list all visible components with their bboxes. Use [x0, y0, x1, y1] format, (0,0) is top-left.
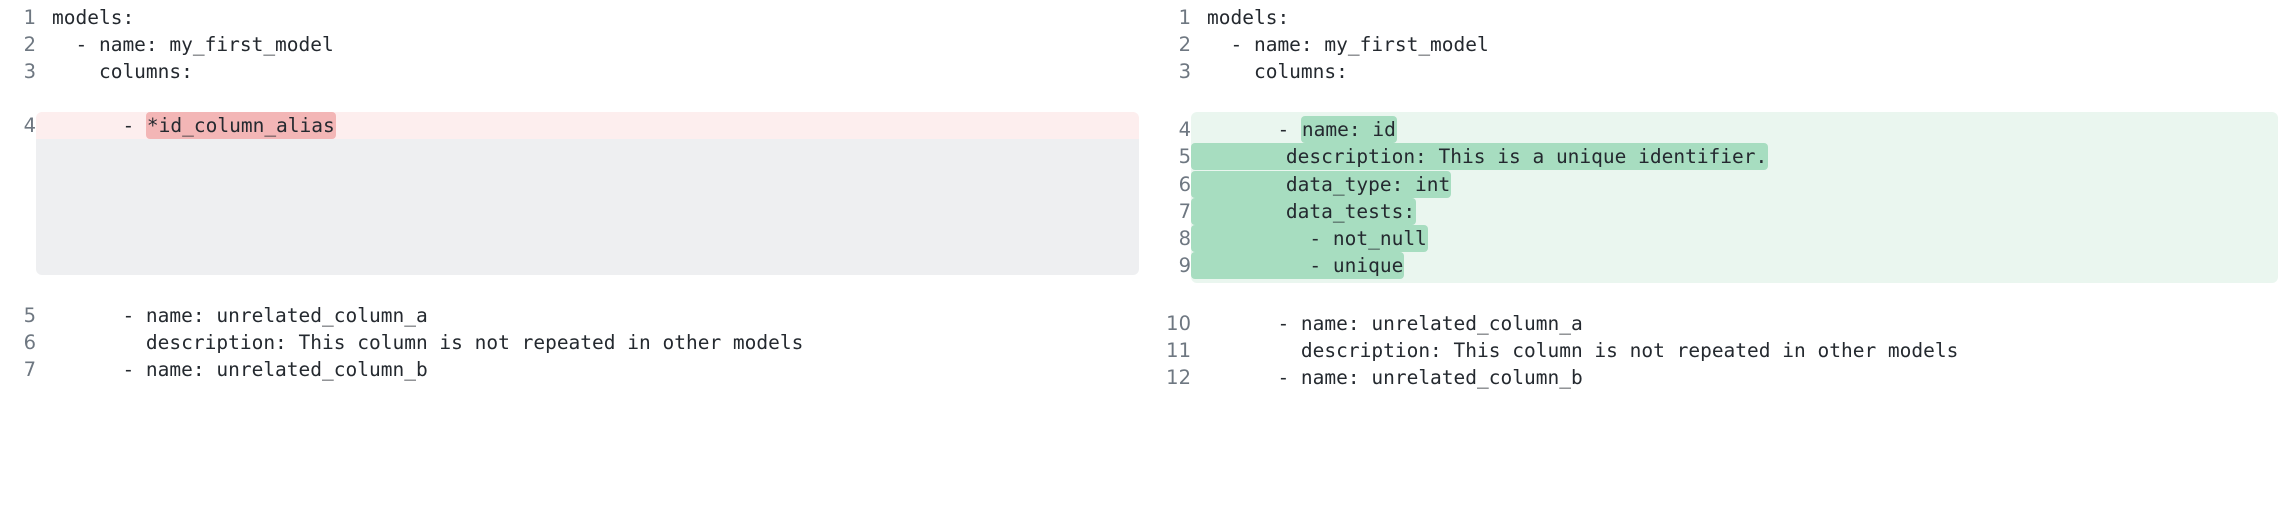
- code-text: - unique: [1191, 251, 2278, 279]
- line-number: 4: [0, 112, 36, 140]
- diff-pane-before: 1 models: 2 - name: my_first_model 3 col…: [0, 4, 1139, 383]
- code-text: columns:: [1207, 60, 1348, 84]
- diff-line-added[interactable]: 4 - name: id: [1139, 116, 2278, 144]
- line-number: 1: [1178, 6, 1191, 29]
- blank-line: [0, 85, 1139, 112]
- added-token: data_tests:: [1191, 197, 1417, 225]
- diff-line[interactable]: 3 columns:: [0, 58, 1139, 85]
- code-text: data_tests:: [1191, 197, 2278, 225]
- added-token: data_type: int: [1191, 170, 1452, 198]
- diff-line[interactable]: 1 models:: [0, 4, 1139, 31]
- deleted-token: *id_column_alias: [145, 112, 336, 140]
- diff-line-deleted[interactable]: 4 - *id_column_alias: [0, 112, 1139, 140]
- diff-filler-block: [36, 139, 1139, 275]
- code-text: - name: unrelated_column_b: [52, 358, 428, 382]
- diff-line[interactable]: 1 models:: [1139, 4, 2278, 31]
- line-number: 10: [1166, 312, 1191, 336]
- code-text: - not_null: [1191, 224, 2278, 252]
- line-number: 11: [1166, 339, 1191, 363]
- code-text: - *id_column_alias: [36, 112, 1139, 140]
- line-number: 4: [1139, 116, 1191, 144]
- code-text: - name: unrelated_column_b: [1207, 366, 1583, 390]
- code-text: columns:: [52, 60, 193, 84]
- diff-added-block: 4 - name: id 5 description: This is a un…: [1139, 112, 2278, 283]
- added-token: - not_null: [1191, 224, 1428, 252]
- diff-line[interactable]: 10 - name: unrelated_column_a: [1139, 310, 2278, 337]
- blank-line: [0, 275, 1139, 302]
- line-number: 3: [23, 60, 36, 84]
- line-number: 5: [1139, 143, 1191, 171]
- code-text: description: This is a unique identifier…: [1191, 143, 2278, 171]
- diff-line[interactable]: 2 - name: my_first_model: [1139, 31, 2278, 58]
- line-number: 7: [1139, 197, 1191, 225]
- line-number: 2: [23, 33, 36, 57]
- diff-line[interactable]: 2 - name: my_first_model: [0, 31, 1139, 58]
- code-text: - name: my_first_model: [1207, 33, 1489, 57]
- added-token: name: id: [1300, 116, 1397, 144]
- diff-pane-after: 1 models: 2 - name: my_first_model 3 col…: [1139, 0, 2278, 528]
- diff-line-added[interactable]: 6 data_type: int: [1139, 170, 2278, 198]
- code-indent: -: [52, 114, 146, 138]
- code-indent: -: [1207, 118, 1301, 142]
- diff-line[interactable]: 5 - name: unrelated_column_a: [0, 302, 1139, 329]
- code-text: - name: unrelated_column_a: [1207, 312, 1583, 336]
- line-number: 6: [23, 331, 36, 355]
- diff-line-added[interactable]: 7 data_tests:: [1139, 197, 2278, 225]
- line-number: 5: [23, 304, 36, 328]
- line-number: 7: [23, 358, 36, 382]
- diff-line[interactable]: 3 columns:: [1139, 58, 2278, 85]
- code-text: - name: unrelated_column_a: [52, 304, 428, 328]
- code-text: models:: [52, 6, 135, 29]
- code-text: data_type: int: [1191, 170, 2278, 198]
- diff-line[interactable]: 12 - name: unrelated_column_b: [1139, 364, 2278, 391]
- diff-line-added[interactable]: 5 description: This is a unique identifi…: [1139, 143, 2278, 171]
- diff-line-added[interactable]: 8 - not_null: [1139, 224, 2278, 252]
- code-text: - name: my_first_model: [52, 33, 334, 57]
- added-token: - unique: [1191, 251, 1405, 279]
- line-number: 9: [1139, 251, 1191, 279]
- blank-line: [1139, 283, 2278, 310]
- line-number: 2: [1178, 33, 1191, 57]
- diff-line[interactable]: 11 description: This column is not repea…: [1139, 337, 2278, 364]
- diff-line[interactable]: 7 - name: unrelated_column_b: [0, 356, 1139, 383]
- diff-line[interactable]: 6 description: This column is not repeat…: [0, 329, 1139, 356]
- code-text: - name: id: [1191, 116, 2278, 144]
- line-number: 1: [23, 6, 36, 29]
- line-number: 6: [1139, 170, 1191, 198]
- code-text: models:: [1207, 6, 1290, 29]
- code-text: description: This column is not repeated…: [52, 331, 804, 355]
- blank-line: [1139, 85, 2278, 112]
- diff-line-added[interactable]: 9 - unique: [1139, 251, 2278, 279]
- line-number: 12: [1166, 366, 1191, 390]
- line-number: 3: [1178, 60, 1191, 84]
- code-text: description: This column is not repeated…: [1207, 339, 1959, 363]
- line-number: 8: [1139, 224, 1191, 252]
- added-token: description: This is a unique identifier…: [1191, 143, 1769, 171]
